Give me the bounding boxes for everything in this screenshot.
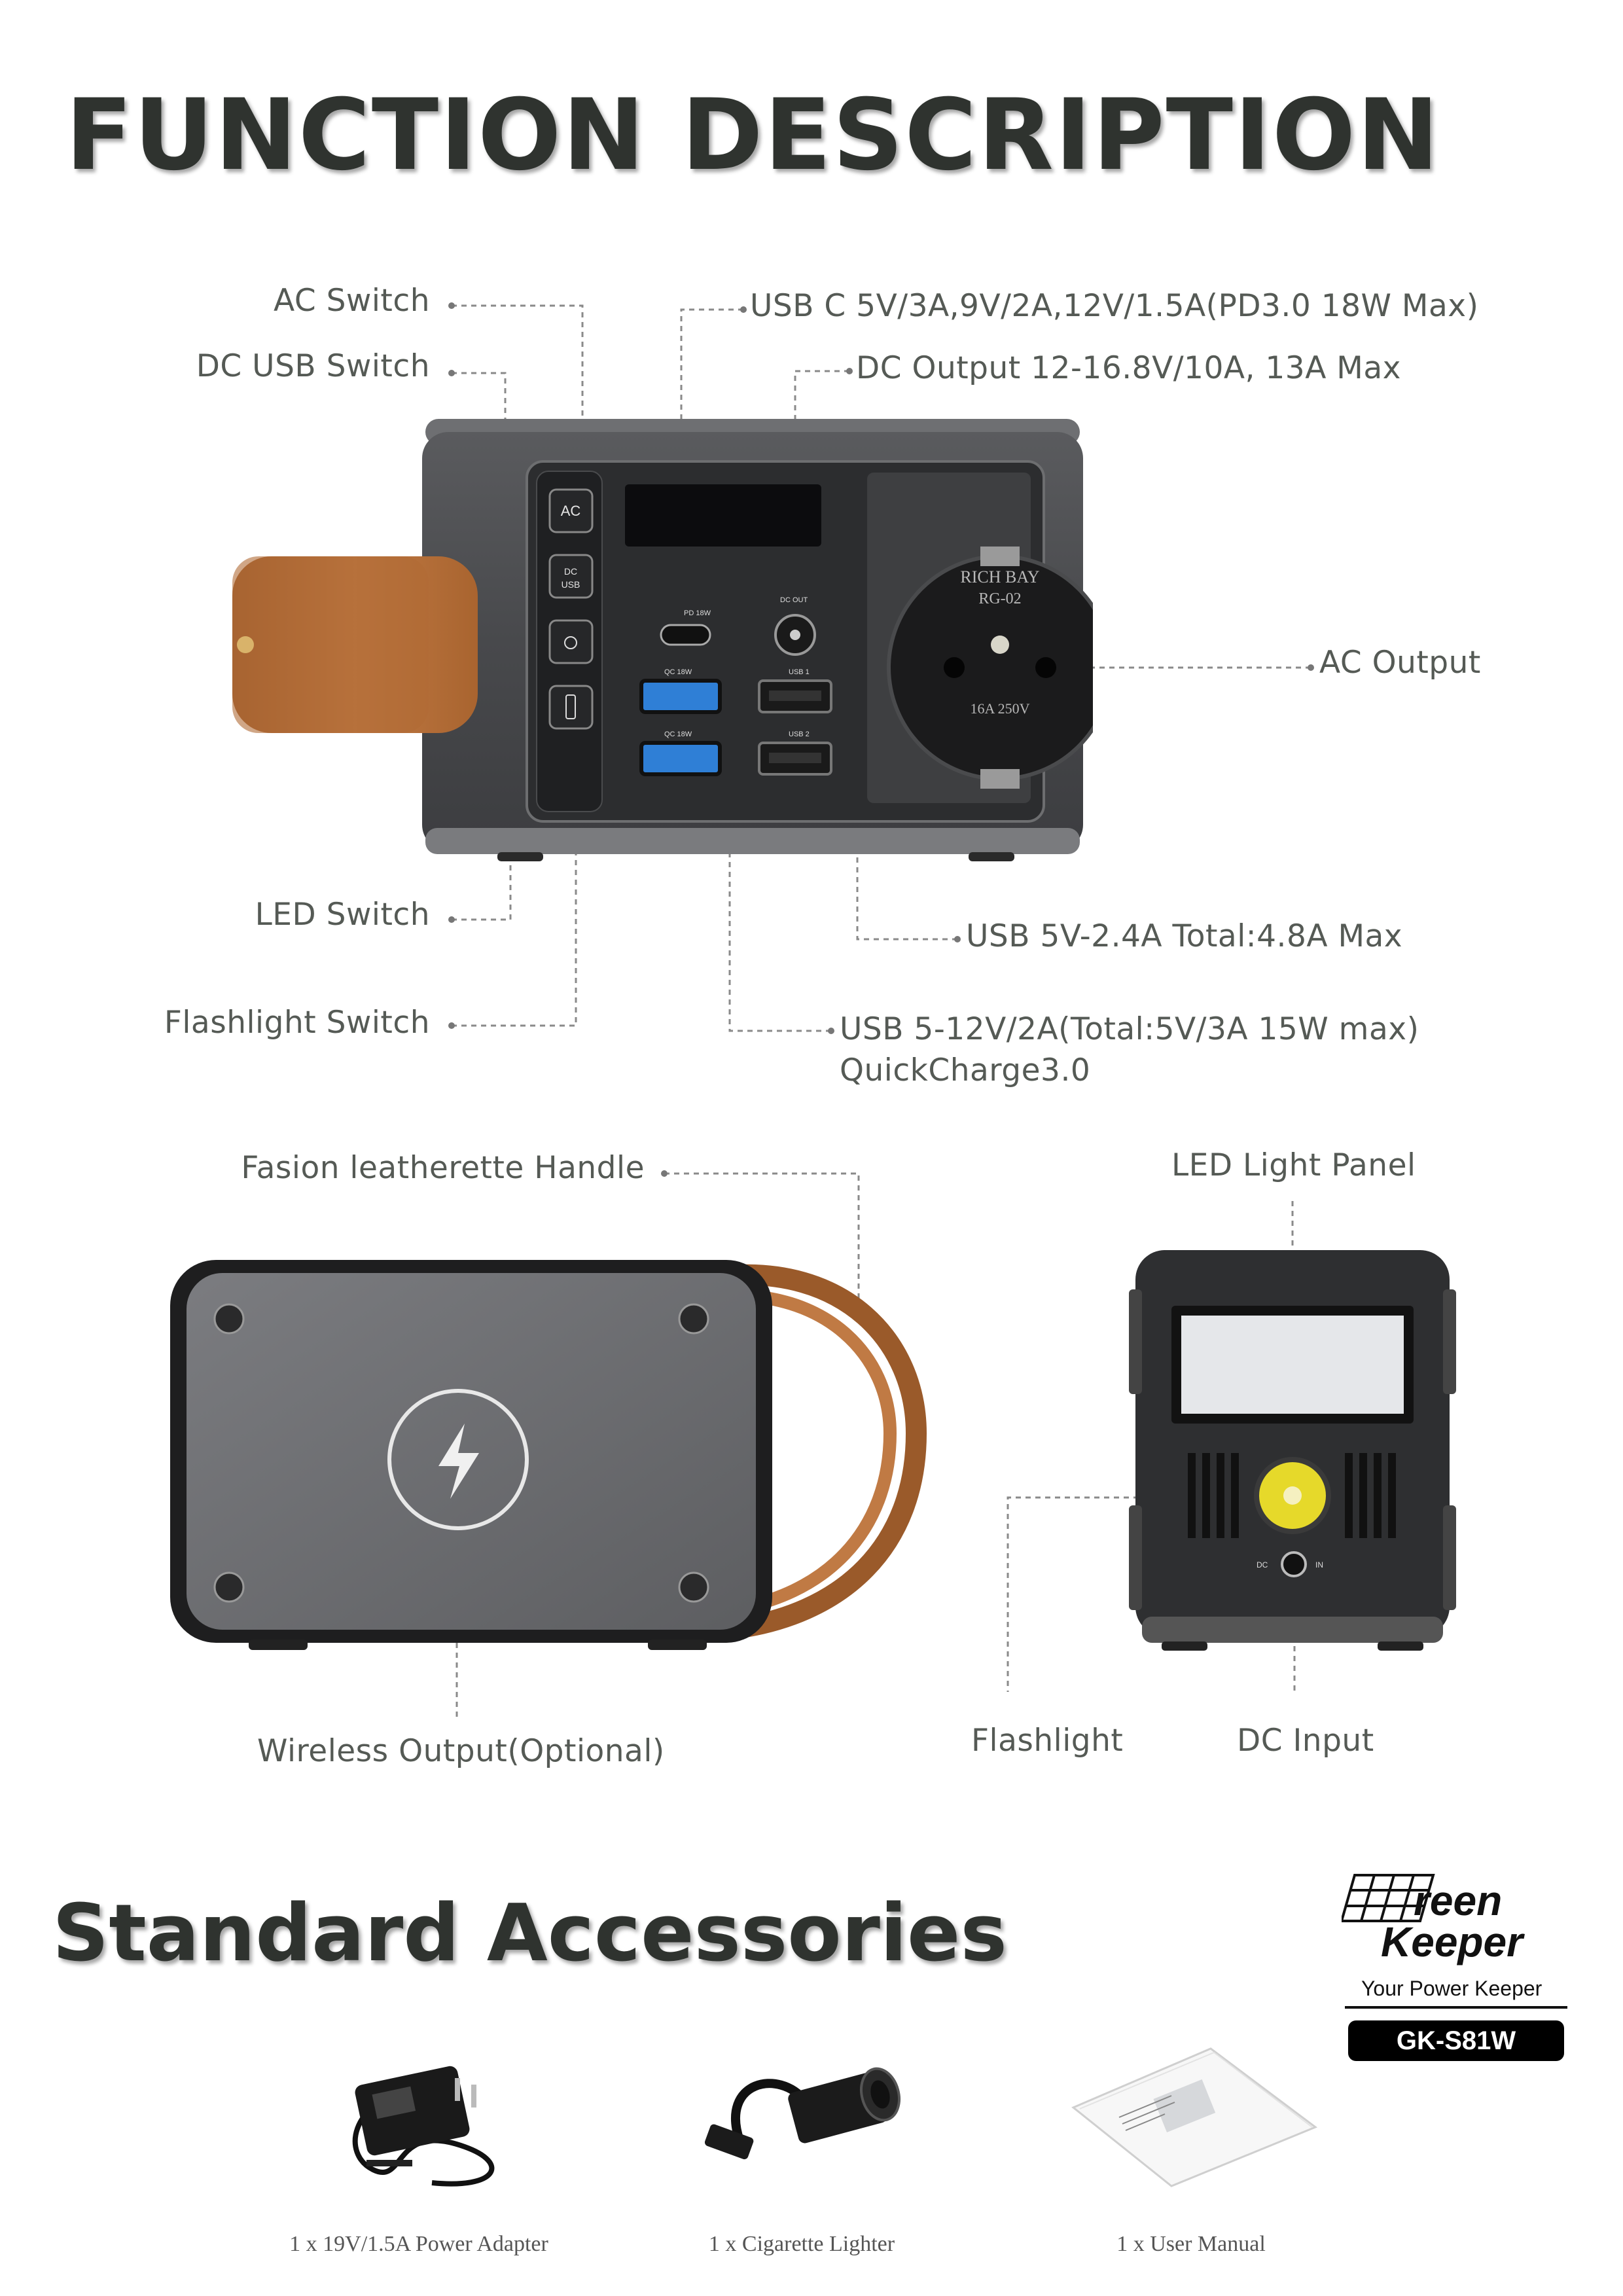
page-title: FUNCTION DESCRIPTION	[65, 79, 1440, 192]
callout-dc-usb-switch: DC USB Switch	[196, 348, 430, 384]
panel-btn-dc: DC	[564, 566, 577, 577]
side-in-label: IN	[1315, 1560, 1323, 1570]
accessory-caption-lighter: 1 x Cigarette Lighter	[708, 2232, 895, 2256]
model-badge: GK-S81W	[1348, 2020, 1564, 2061]
socket-rating: 16A 250V	[970, 700, 1029, 717]
cigarette-lighter-image	[704, 2067, 901, 2160]
brand-tagline: Your Power Keeper	[1361, 1977, 1543, 2000]
callout-led-panel: LED Light Panel	[1171, 1147, 1416, 1183]
callout-ac-output: AC Output	[1319, 645, 1481, 681]
panel-dcout-label: DC OUT	[780, 596, 808, 604]
callout-usb-qc-line2: QuickCharge3.0	[840, 1052, 1091, 1088]
solar-panel-icon	[1342, 1874, 1435, 1922]
callout-ac-switch: AC Switch	[274, 283, 430, 319]
callout-led-switch: LED Switch	[255, 897, 430, 933]
panel-qc1-label: QC 18W	[664, 668, 692, 676]
dc-input-port	[1281, 1551, 1307, 1577]
callout-wireless: Wireless Output(Optional)	[257, 1733, 665, 1769]
callout-handle: Fasion leatherette Handle	[241, 1150, 645, 1186]
callout-usb-5v: USB 5V-2.4A Total:4.8A Max	[966, 918, 1403, 954]
device-front-view: AC DC USB PD 18W DC OUT QC 18W QC 18W US…	[232, 419, 1093, 861]
callout-dc-output: DC Output 12-16.8V/10A, 13A Max	[856, 350, 1401, 386]
side-dc-label: DC	[1257, 1560, 1268, 1570]
callout-usb-qc-line1: USB 5-12V/2A(Total:5V/3A 15W max)	[840, 1011, 1419, 1047]
device-side-view: DC IN	[1129, 1250, 1456, 1651]
socket-brand: RICH BAY	[960, 567, 1039, 586]
panel-usb1-label: USB 1	[789, 668, 810, 676]
panel-btn-ac: AC	[561, 503, 581, 519]
callout-flashlight: Flashlight	[971, 1723, 1124, 1759]
callout-flashlight-switch: Flashlight Switch	[164, 1005, 430, 1041]
panel-usb2-label: USB 2	[789, 730, 810, 738]
callout-dc-input: DC Input	[1237, 1723, 1374, 1759]
panel-qc2-label: QC 18W	[664, 730, 692, 738]
wireless-charging-icon	[387, 1389, 529, 1530]
accessory-caption-adapter: 1 x 19V/1.5A Power Adapter	[289, 2232, 548, 2256]
device-top-view	[170, 1260, 927, 1650]
accessory-caption-manual: 1 x User Manual	[1116, 2232, 1266, 2256]
brand-name-bottom: Keeper	[1381, 1918, 1523, 1965]
brand-logo: reen Keeper Your Power Keeper GK-S81W	[1335, 1869, 1571, 2065]
brand-name-top: reen	[1414, 1877, 1503, 1924]
panel-btn-usb: USB	[562, 579, 580, 590]
accessories-heading: Standard Accessories	[52, 1888, 1007, 1979]
callout-usb-c: USB C 5V/3A,9V/2A,12V/1.5A(PD3.0 18W Max…	[750, 288, 1479, 324]
panel-pd-label: PD 18W	[684, 609, 711, 617]
socket-model: RG-02	[978, 590, 1021, 607]
power-adapter-image	[352, 2066, 495, 2187]
user-manual-image	[1071, 2047, 1318, 2187]
